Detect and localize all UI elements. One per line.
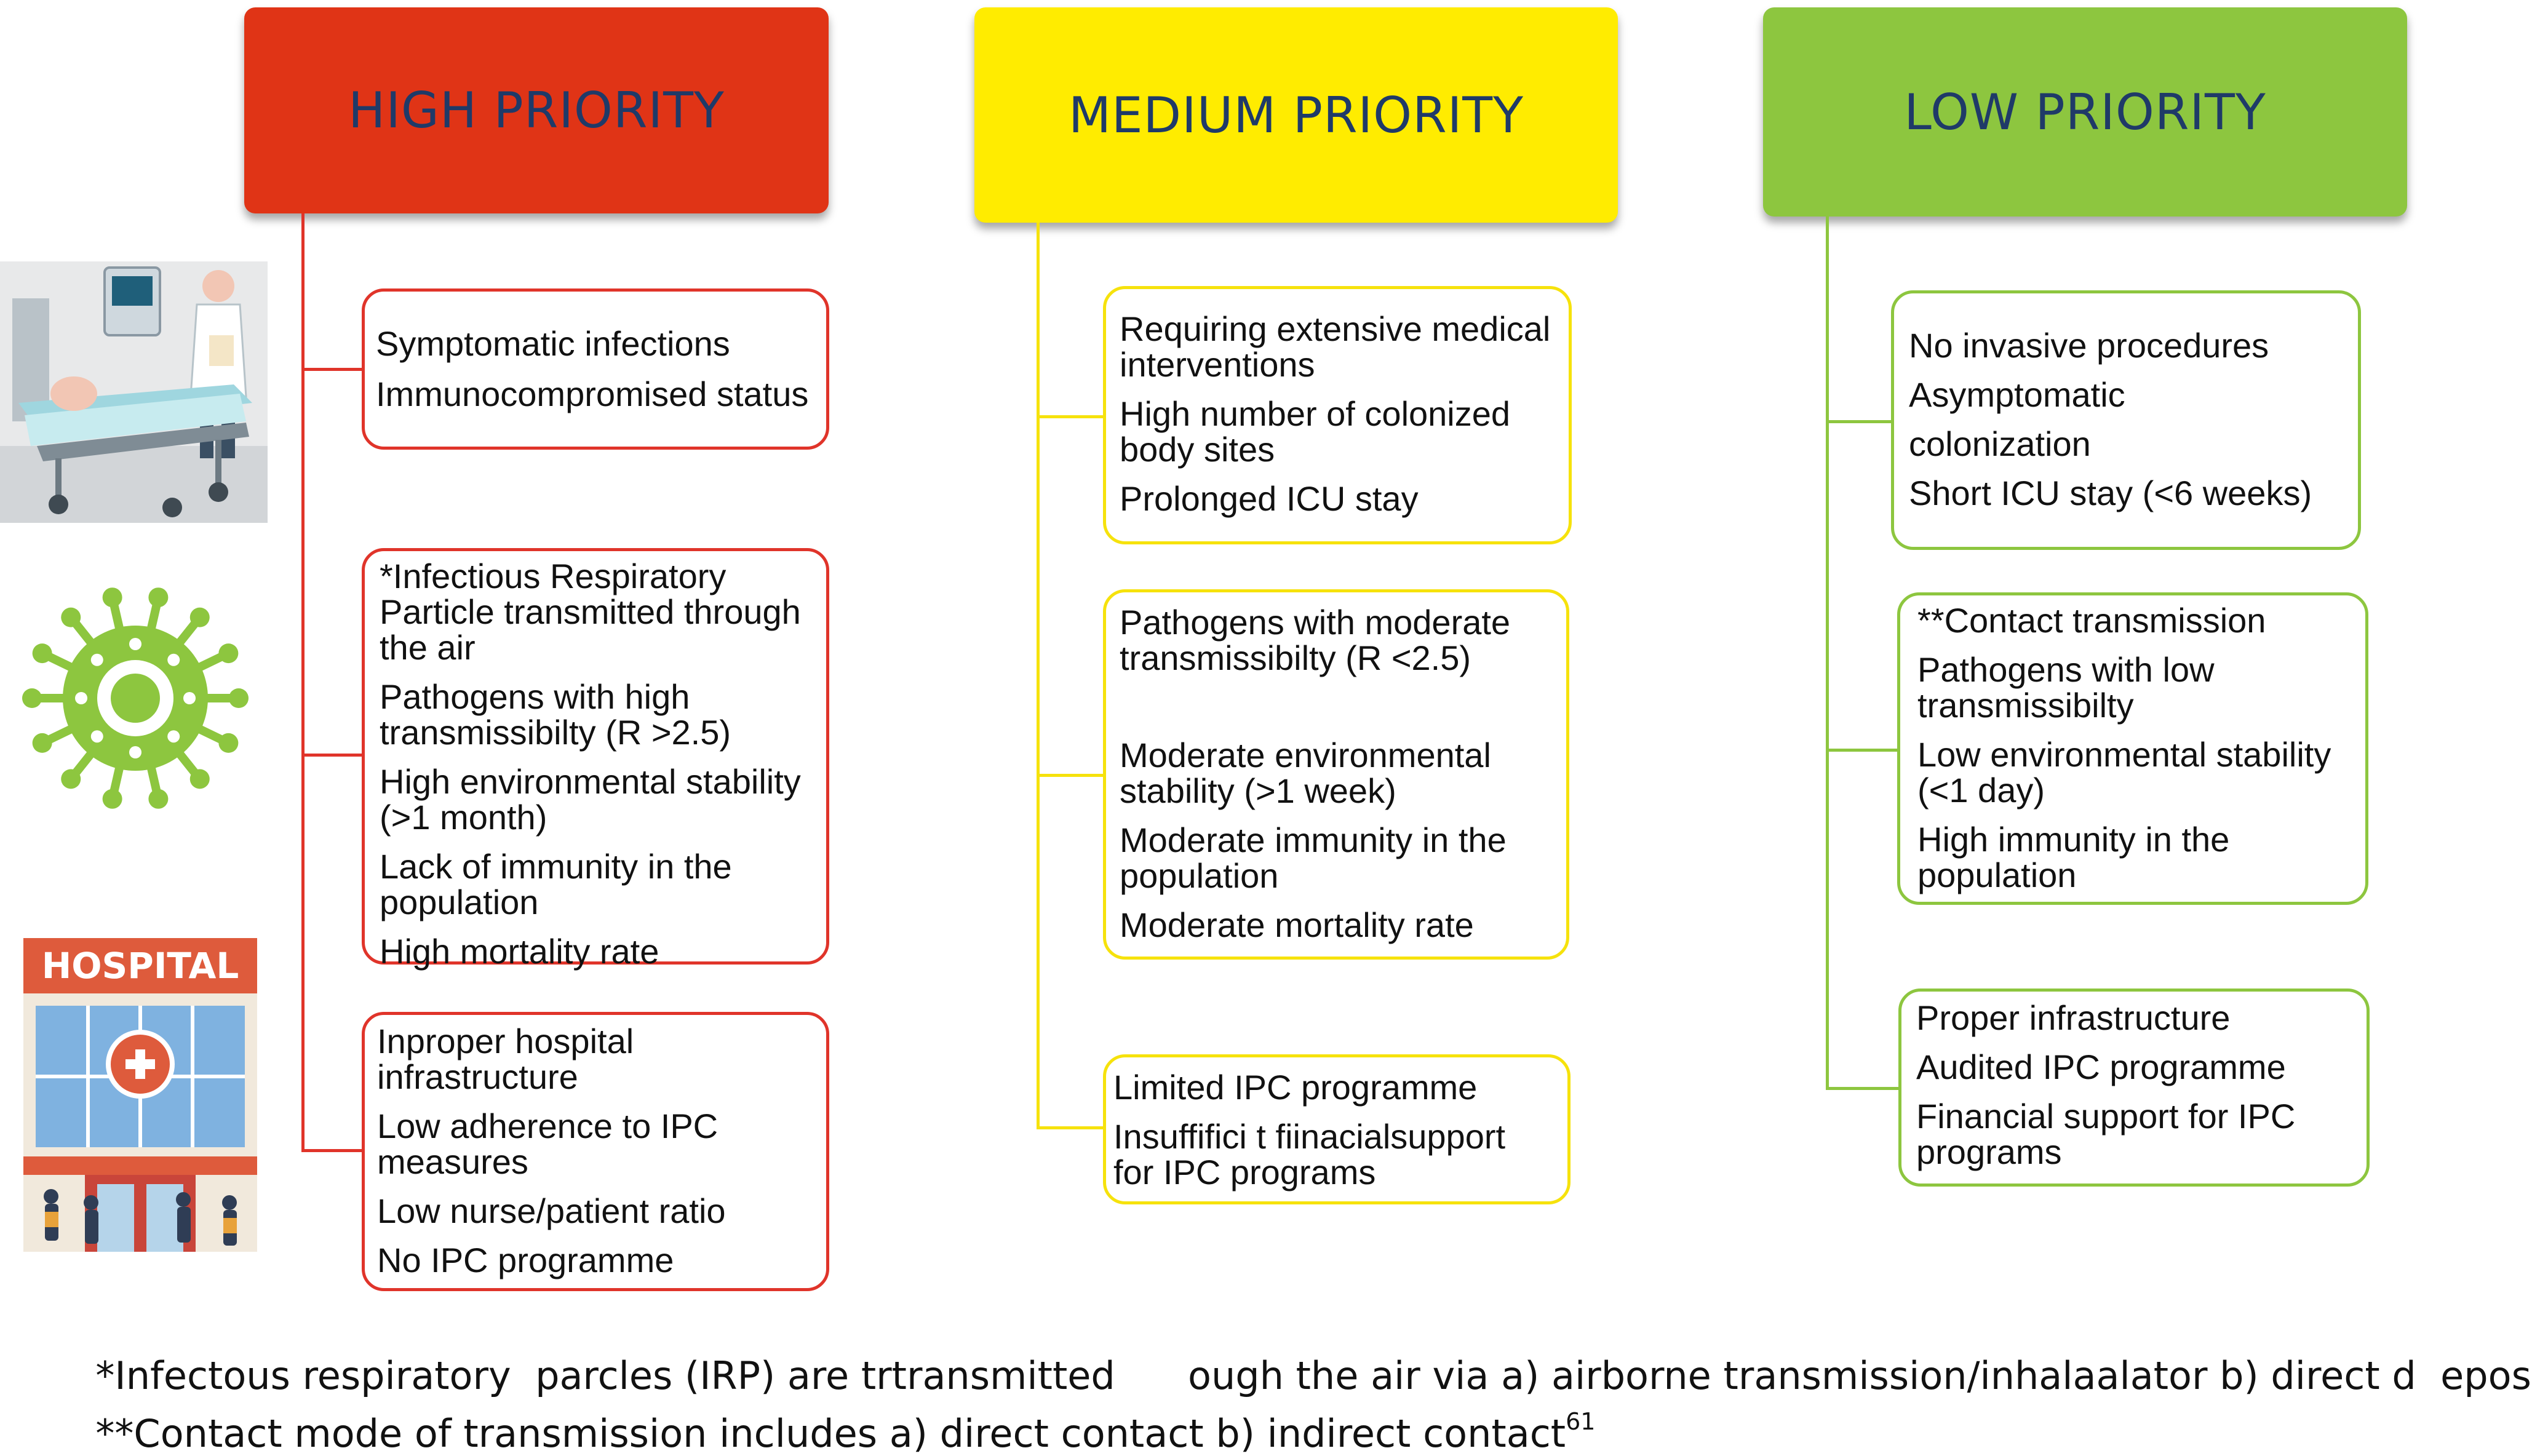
high-box-2: *Infectious Respiratory Particle transmi… <box>362 548 829 969</box>
hospital-building-icon: HOSPITAL <box>17 938 263 1264</box>
low-branch-1 <box>1826 420 1893 423</box>
list-item: High immunity in the population <box>1917 820 2230 894</box>
list-item: Lack of immunity in the population <box>380 847 732 921</box>
low-priority-title: LOW PRIORITY <box>1904 83 2266 141</box>
list-item: Low nurse/patient ratio <box>377 1191 726 1230</box>
medium-trunk-line <box>1037 223 1040 1129</box>
high-priority-header: HIGH PRIORITY <box>244 7 829 213</box>
high-branch-2 <box>301 754 363 757</box>
high-box-1: Symptomatic infections Immunocompromised… <box>362 288 829 450</box>
list-item: **Contact transmission <box>1917 601 2266 640</box>
list-item: No IPC programme <box>377 1241 674 1279</box>
list-item: Financial support for IPC programs <box>1916 1097 2296 1171</box>
list-item: Asymptomatic <box>1909 375 2125 414</box>
list-item: Pathogens with low transmissibilty <box>1917 650 2215 725</box>
list-item: Symptomatic infections <box>376 324 730 363</box>
high-box-3: Inproper hospital infrastructure Low adh… <box>362 1012 829 1291</box>
list-item: Insuffifici t fiinacialsupport for IPC p… <box>1113 1117 1506 1191</box>
footnote-irp-text: *Infectous respiratory parcles (IRP) are… <box>95 1353 2532 1398</box>
low-branch-3 <box>1826 1087 1900 1090</box>
medium-branch-3 <box>1037 1126 1104 1129</box>
high-priority-title: HIGH PRIORITY <box>348 82 725 139</box>
list-item: No invasive procedures <box>1909 326 2269 365</box>
low-priority-header: LOW PRIORITY <box>1763 7 2407 217</box>
footnote-contact-text: **Contact mode of transmission includes … <box>95 1411 1566 1456</box>
list-item: Low environmental stability (<1 day) <box>1917 735 2331 810</box>
hospital-bed-patient-icon <box>0 261 268 523</box>
list-item: Short ICU stay (<6 weeks) <box>1909 474 2312 512</box>
medium-box-3: Limited IPC programme Insuffifici t fiin… <box>1103 1054 1571 1204</box>
list-item: *Infectious Respiratory Particle transmi… <box>380 557 801 667</box>
list-item: Moderate immunity in the population <box>1120 821 1507 895</box>
low-box-2: **Contact transmission Pathogens with lo… <box>1897 592 2368 905</box>
list-item: Audited IPC programme <box>1916 1048 2286 1086</box>
list-item: Low adherence to IPC measures <box>377 1107 719 1181</box>
footnote-contact: **Contact mode of transmission includes … <box>71 1363 1595 1456</box>
low-trunk-line <box>1826 217 1829 1090</box>
medium-box-1: Requiring extensive medical intervention… <box>1103 286 1572 544</box>
list-item: Pathogens with moderate transmissibilty … <box>1120 603 1511 677</box>
list-item: Moderate environmental stability (>1 wee… <box>1120 736 1491 810</box>
list-item: Requiring extensive medical intervention… <box>1120 309 1551 384</box>
medium-priority-header: MEDIUM PRIORITY <box>974 7 1618 223</box>
list-item: Pathogens with high transmissibilty (R >… <box>380 677 731 752</box>
low-branch-2 <box>1826 749 1900 752</box>
low-box-3: Proper infrastructure Audited IPC progra… <box>1898 989 2370 1187</box>
list-item: colonization <box>1909 424 2091 463</box>
footnote-contact-ref: 61 <box>1566 1408 1596 1435</box>
list-item: Limited IPC programme <box>1113 1068 1478 1107</box>
low-box-1: No invasive procedures Asymptomatic colo… <box>1891 290 2361 550</box>
medium-branch-2 <box>1037 774 1104 777</box>
high-trunk-line <box>301 213 305 1152</box>
list-item: Moderate mortality rate <box>1120 905 1474 944</box>
list-item: High number of colonized body sites <box>1120 394 1511 469</box>
list-item: High environmental stability (>1 month) <box>380 762 801 837</box>
virus-icon <box>18 581 252 815</box>
list-item: Immunocompromised status <box>376 375 809 413</box>
high-branch-1 <box>301 368 363 371</box>
list-item: Inproper hospital infrastructure <box>377 1022 634 1096</box>
hospital-sign-text: HOSPITAL <box>42 945 239 987</box>
medium-branch-1 <box>1037 415 1104 418</box>
high-branch-3 <box>301 1149 363 1152</box>
medium-priority-title: MEDIUM PRIORITY <box>1068 86 1524 144</box>
list-item: Proper infrastructure <box>1916 998 2231 1037</box>
footnote-irp: *Infectous respiratory parcles (IRP) are… <box>71 1305 2532 1398</box>
medium-box-2: Pathogens with moderate transmissibilty … <box>1103 589 1569 960</box>
list-item: High mortality rate <box>380 932 659 971</box>
list-item: Prolonged ICU stay <box>1120 479 1419 518</box>
